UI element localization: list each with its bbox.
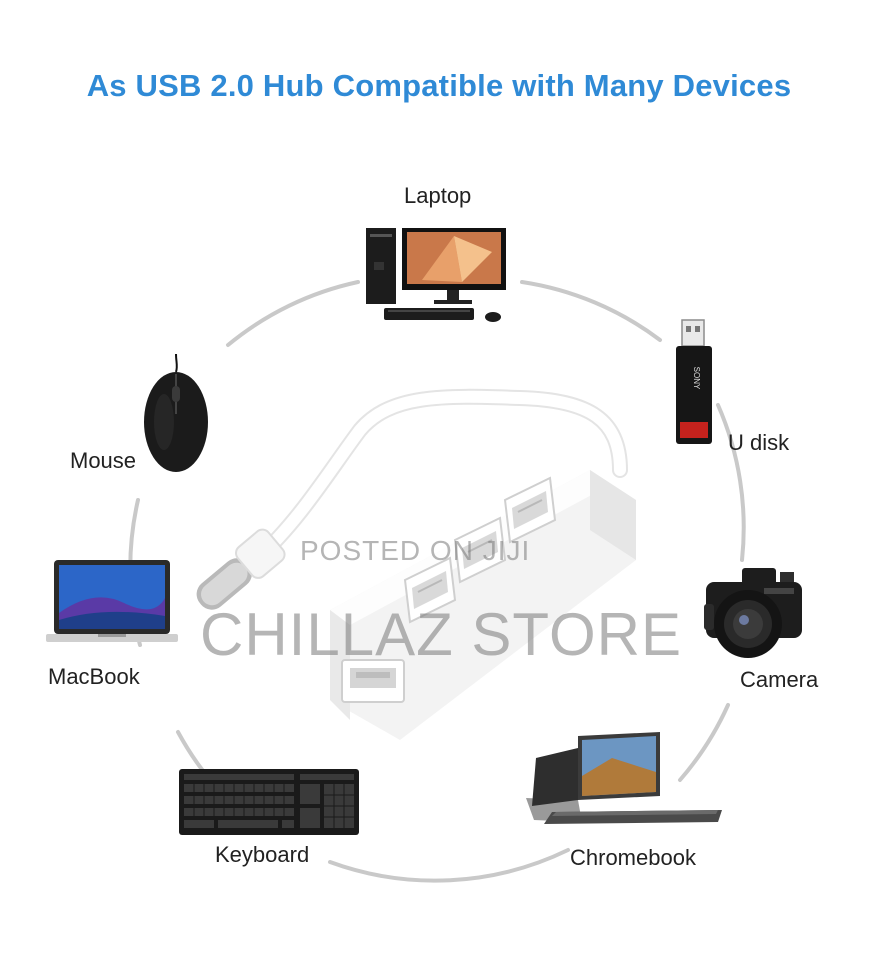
macbook-icon (46, 560, 178, 642)
watermark-posted: POSTED ON JIJI (300, 535, 531, 566)
usb-drive-icon: SONY (676, 319, 712, 444)
device-label-camera: Camera (740, 667, 819, 692)
device-label-keyboard: Keyboard (215, 842, 310, 867)
camera-icon (704, 568, 802, 658)
keyboard-icon (179, 769, 359, 835)
device-label-mouse: Mouse (70, 448, 137, 473)
device-label-laptop: Laptop (404, 183, 472, 208)
device-label-u-disk: U disk (728, 430, 790, 455)
mouse-icon (144, 353, 208, 472)
headline: As USB 2.0 Hub Compatible with Many Devi… (86, 68, 792, 103)
device-label-chromebook: Chromebook (570, 845, 696, 870)
usb-brand-text: SONY (692, 367, 701, 390)
watermark-store: CHILLAZ STORE (200, 601, 683, 668)
desktop-pc-icon (366, 228, 506, 322)
device-label-macbook: MacBook (48, 664, 140, 689)
chromebook-icon (526, 732, 722, 824)
